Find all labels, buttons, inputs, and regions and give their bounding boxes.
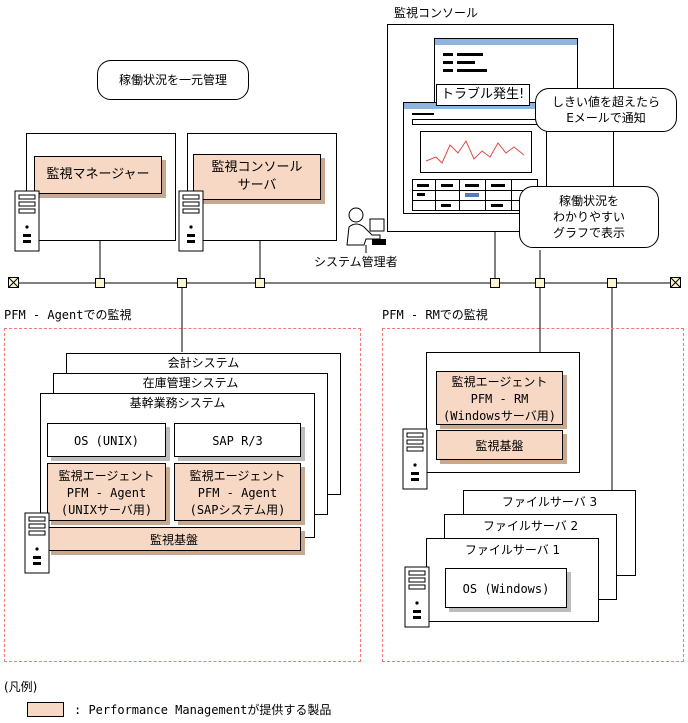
inventory-system-label: 在庫管理システム (142, 376, 239, 390)
network-node (535, 278, 545, 288)
os-unix-box: OS (UNIX) (47, 423, 166, 457)
sap-box: SAP R/3 (174, 423, 301, 457)
trouble-alert-label: トラブル発生! (441, 87, 525, 102)
accounting-system-label: 会計システム (167, 356, 240, 370)
email-notify-line2: Eメールで通知 (566, 111, 646, 125)
console-server-label-line1: 監視コンソール (211, 160, 303, 175)
rm-monitoring-base-product: 監視基盤 (436, 430, 563, 460)
monitoring-manager-label: 監視マネージャー (46, 167, 150, 182)
legend-product-swatch (27, 702, 64, 717)
os-unix-label: OS (UNIX) (73, 434, 140, 448)
graph-display-line1: 稼働状況を (558, 194, 619, 208)
graph-display-line2: わかりやすい (552, 210, 625, 224)
rm-agent-label-line2: PFM - RM (470, 392, 529, 406)
network-node (490, 278, 500, 288)
rm-agent-product: 監視エージェント PFM - RM (Windowsサーバ用) (436, 371, 563, 425)
file-server-3-label: ファイルサーバ 3 (501, 495, 598, 509)
central-management-label: 稼働状況を一元管理 (118, 73, 227, 87)
os-windows-label: OS (Windows) (462, 582, 550, 596)
trouble-alert-window: トラブル発生! (436, 84, 530, 106)
graph-display-bubble: 稼働状況を わかりやすい グラフで表示 (519, 186, 659, 248)
core-system-label: 基幹業務システム (129, 396, 226, 410)
os-windows-box: OS (Windows) (445, 568, 567, 608)
sap-agent-label-line3: (SAPシステム用) (189, 503, 286, 517)
unix-agent-label-line2: PFM - Agent (66, 486, 147, 500)
rm-agent-label-line1: 監視エージェント (451, 375, 548, 389)
sap-agent-label-line2: PFM - Agent (197, 486, 278, 500)
network-node (95, 278, 105, 288)
sap-agent-label-line1: 監視エージェント (189, 469, 286, 483)
network-terminator-icon (8, 277, 19, 288)
agent-area-title: PFM - Agentでの監視 (4, 308, 132, 322)
window-titlebar (404, 103, 546, 109)
window-titlebar (435, 39, 577, 45)
admin-label: システム管理者 (314, 255, 398, 269)
email-notify-line1: しきい値を超えたら (551, 95, 660, 109)
console-title: 監視コンソール (394, 6, 479, 20)
legend-description: : Performance Managementが提供する製品 (74, 703, 332, 717)
graph-display-line3: グラフで表示 (552, 226, 625, 240)
unix-agent-label-line1: 監視エージェント (58, 469, 155, 483)
server-icon (14, 190, 40, 252)
rm-agent-label-line3: (Windowsサーバ用) (443, 409, 556, 423)
admin-person-icon (346, 207, 386, 253)
sap-label: SAP R/3 (212, 434, 263, 448)
file-server-1-label: ファイルサーバ 1 (464, 543, 561, 557)
monitoring-manager-product: 監視マネージャー (34, 156, 162, 194)
agent-area-dashed-box (4, 328, 361, 662)
console-server-product: 監視コンソール サーバ (193, 154, 321, 200)
line-graph-icon (420, 131, 532, 173)
agent-monitoring-base-label: 監視基盤 (149, 533, 198, 547)
server-icon (24, 512, 50, 574)
email-notify-bubble: しきい値を超えたら Eメールで通知 (535, 88, 677, 132)
unix-agent-product: 監視エージェント PFM - Agent (UNIXサーバ用) (47, 463, 166, 521)
rm-monitoring-base-label: 監視基盤 (475, 439, 524, 453)
unix-agent-label-line3: (UNIXサーバ用) (60, 503, 153, 517)
agent-monitoring-base-product: 監視基盤 (47, 527, 301, 551)
sap-agent-product: 監視エージェント PFM - Agent (SAPシステム用) (174, 463, 301, 521)
network-node (177, 278, 187, 288)
rm-area-dashed-box (382, 328, 684, 662)
central-management-bubble: 稼働状況を一元管理 (97, 60, 249, 100)
network-node (255, 278, 265, 288)
network-terminator-icon (670, 277, 681, 288)
server-icon (178, 190, 204, 252)
console-server-label-line2: サーバ (237, 178, 277, 193)
legend-title: (凡例) (4, 680, 38, 694)
file-server-2-label: ファイルサーバ 2 (482, 519, 579, 533)
server-icon (402, 428, 428, 490)
server-icon (404, 566, 430, 628)
rm-area-title: PFM - RMでの監視 (382, 308, 488, 322)
network-node (607, 278, 617, 288)
